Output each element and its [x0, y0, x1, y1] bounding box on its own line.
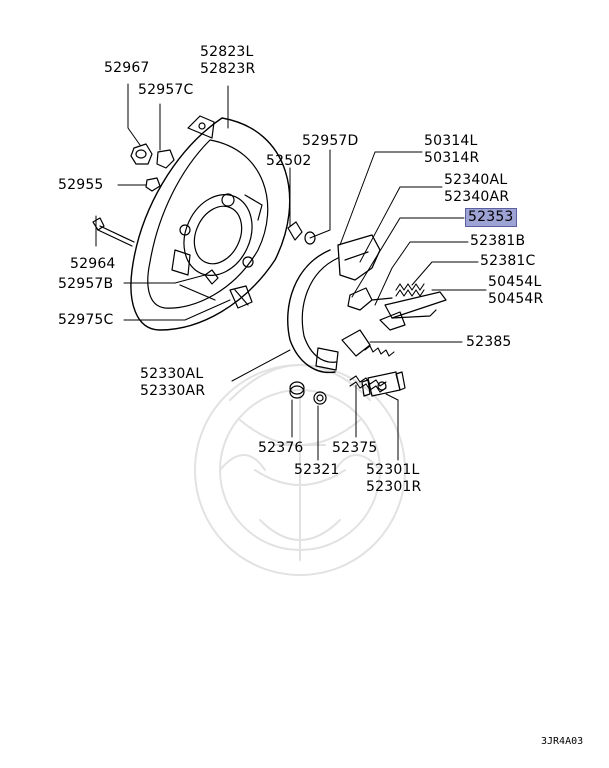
part-number-52330al: 52330AL	[140, 366, 204, 382]
wheel-cylinder	[361, 371, 406, 397]
label-52353-highlighted[interactable]: 52353	[465, 208, 517, 227]
backing-plate	[130, 115, 291, 331]
springs	[349, 283, 425, 393]
label-52975c: 52975C	[58, 312, 114, 328]
label-52823: 52823L 52823R	[200, 44, 255, 78]
label-50314: 50314L 50314R	[424, 133, 479, 167]
watermark-emblem-icon	[194, 364, 406, 576]
part-number-50454r: 50454R	[488, 291, 544, 307]
label-52957b: 52957B	[58, 276, 114, 292]
part-number-50454l: 50454L	[488, 274, 542, 290]
label-52376: 52376	[258, 440, 304, 456]
part-number-52301l: 52301L	[366, 462, 420, 478]
label-52385: 52385	[466, 334, 512, 350]
adjuster-assembly	[337, 234, 406, 357]
label-52375: 52375	[332, 440, 378, 456]
diagram-code: 3JR4A03	[541, 736, 584, 747]
strut-bar	[384, 291, 447, 319]
part-number-50314r: 50314R	[424, 150, 480, 166]
label-52957d: 52957D	[302, 133, 359, 149]
label-52502: 52502	[266, 153, 312, 169]
brake-shoe	[287, 249, 339, 374]
label-50454: 50454L 50454R	[488, 274, 543, 308]
label-52330: 52330AL 52330AR	[140, 366, 205, 400]
label-52967: 52967	[104, 60, 150, 76]
leader-lines	[95, 83, 487, 461]
hardware-bottom	[289, 381, 327, 405]
part-number-52340ar: 52340AR	[444, 189, 510, 205]
part-number-50314l: 50314L	[424, 133, 478, 149]
hardware-left	[92, 143, 253, 309]
part-number-52330ar: 52330AR	[140, 383, 206, 399]
part-number-52301r: 52301R	[366, 479, 422, 495]
label-52381c: 52381C	[480, 253, 536, 269]
label-52964: 52964	[70, 256, 116, 272]
label-52321: 52321	[294, 462, 340, 478]
part-number-52340al: 52340AL	[444, 172, 508, 188]
label-52957c: 52957C	[138, 82, 194, 98]
hardware-center	[287, 221, 316, 245]
label-52301: 52301L 52301R	[366, 462, 421, 496]
label-52340: 52340AL 52340AR	[444, 172, 509, 206]
label-52955: 52955	[58, 177, 104, 193]
part-number-52823r: 52823R	[200, 61, 256, 77]
label-52381b: 52381B	[470, 233, 526, 249]
part-number-52823l: 52823L	[200, 44, 254, 60]
